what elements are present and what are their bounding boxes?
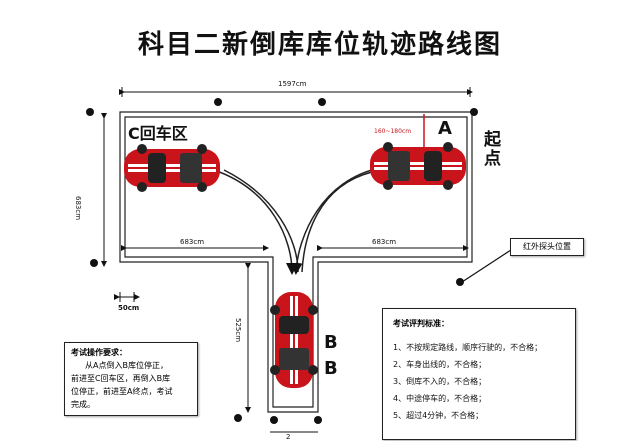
gap-label: 50cm	[118, 304, 140, 312]
criteria-heading: 考试评判标准：	[393, 319, 449, 328]
probe-pointer	[461, 247, 515, 283]
a-range-label: 160~180cm	[374, 128, 412, 135]
instructions-line: 完成。	[71, 400, 95, 409]
instructions-box: 考试操作要求： 从A点倒入B库位停正， 前进至C回车区，再倒入B库 位停正，前进…	[64, 342, 198, 416]
car-c	[124, 144, 220, 192]
right-half-label: 683cm	[372, 238, 397, 246]
garage-width-label: 2	[286, 433, 291, 441]
car-a	[370, 142, 466, 190]
instructions-line: 位停正，前进至A终点，考试	[71, 387, 173, 396]
probe-dots	[86, 98, 478, 424]
page-title: 科目二新倒库库位轨迹路线图	[137, 30, 502, 60]
criteria-item: 1、不按规定路线，顺序行驶的，不合格；	[393, 343, 543, 352]
height-label: 683cm	[74, 196, 82, 221]
depth-label: 525cm	[234, 318, 242, 343]
criteria-item: 4、中途停车的，不合格；	[393, 394, 487, 403]
criteria-item: 2、车身出线的，不合格；	[393, 360, 487, 369]
width-label: 1597cm	[278, 80, 307, 88]
criteria-item: 3、倒库不入的，不合格；	[393, 377, 487, 386]
point-b-label: B	[324, 332, 338, 353]
point-b-label-2: B	[324, 358, 338, 379]
width-dimension	[119, 87, 473, 97]
instructions-heading: 考试操作要求：	[71, 348, 127, 357]
left-half-label: 683cm	[180, 238, 205, 246]
gap-dimension	[114, 292, 140, 302]
zone-c-label: C回车区	[128, 124, 188, 143]
criteria-item: 5、超过4分钟，不合格；	[393, 411, 484, 420]
trajectory	[213, 167, 381, 275]
lane-outline	[119, 111, 473, 413]
start-point-label: 起点	[480, 130, 500, 168]
car-b	[270, 292, 318, 388]
probe-label: 红外探头位置	[523, 242, 571, 251]
point-a-label: A	[438, 118, 452, 139]
criteria-box: 考试评判标准： 1、不按规定路线，顺序行驶的，不合格； 2、车身出线的，不合格；…	[382, 308, 576, 440]
instructions-line: 前进至C回车区，再倒入B库	[71, 374, 171, 383]
probe-box: 红外探头位置	[510, 238, 584, 256]
instructions-line: 从A点倒入B库位停正，	[85, 361, 168, 370]
